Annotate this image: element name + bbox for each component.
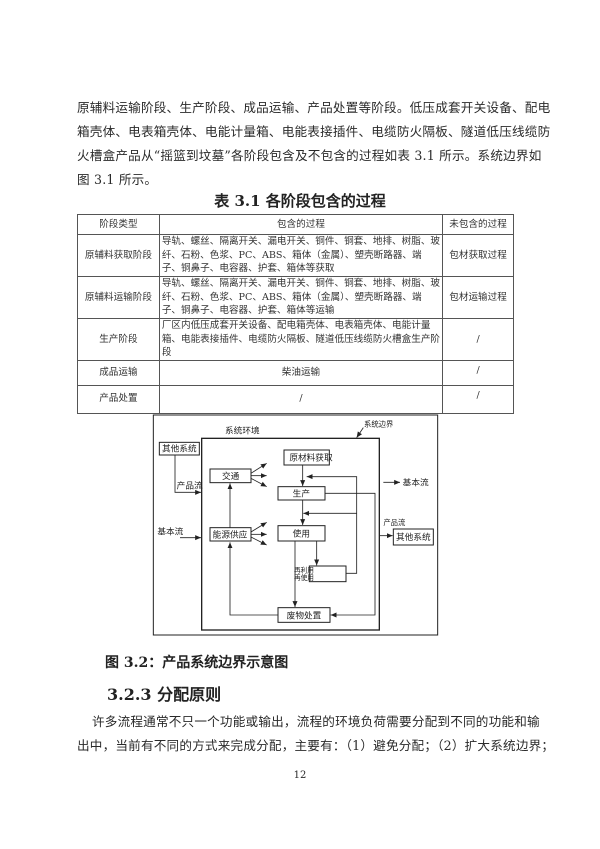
header-stage: 阶段类型 <box>77 214 160 235</box>
table-row: 原辅料运输阶段 导轨、螺丝、隔离开关、漏电开关、铜件、铜套、地排、树脂、玻纤、石… <box>77 276 514 319</box>
product-flow-left-label: 产品流 <box>177 479 203 491</box>
cell-included: 导轨、螺丝、隔离开关、漏电开关、铜件、铜套、地排、树脂、玻纤、石粉、色浆、PC、… <box>158 276 444 319</box>
reuse-label-2: 再使用 <box>294 573 314 582</box>
section-heading: 3.2.3 分配原则 <box>107 685 222 704</box>
header-included: 包含的过程 <box>158 214 444 235</box>
other-system-left-label: 其他系统 <box>162 443 197 455</box>
basic-flow-left-label: 基本流 <box>157 525 183 537</box>
cell-included: / <box>158 384 444 414</box>
other-system-right-label: 其他系统 <box>396 531 431 543</box>
energy-label: 能源供应 <box>213 528 248 540</box>
cell-excluded: / <box>442 318 514 361</box>
system-boundary-diagram: 系统环境 系统边界 其他系统 原材料获取 交通 生产 能源供应 使用 再利用 再… <box>152 414 439 636</box>
cell-included: 厂区内低压成套开关设备、配电箱壳体、电表箱壳体、电能计量箱、电能表接插件、电缆防… <box>158 318 444 361</box>
cell-included: 柴油运输 <box>158 359 444 386</box>
cell-excluded: / <box>442 384 514 414</box>
cell-stage: 产品处置 <box>77 384 160 414</box>
raw-material-box <box>283 449 330 466</box>
table-caption: 表 3.1 各阶段包含的过程 <box>214 192 386 210</box>
cell-excluded: / <box>442 359 514 386</box>
intro-line: 箱壳体、电表箱壳体、电能计量箱、电能表接插件、电缆防火隔板、隧道低压线缆防 <box>77 124 551 139</box>
body-line: 许多流程通常不只一个功能或输出，流程的环境负荷需要分配到不同的功能和输 <box>92 714 540 729</box>
stage-process-table: 阶段类型 包含的过程 未包含的过程 原辅料获取阶段 导轨、螺丝、隔离开关、漏电开… <box>77 214 514 414</box>
cell-stage: 成品运输 <box>77 359 160 386</box>
use-label: 使用 <box>293 527 310 539</box>
product-flow-right-label: 产品流 <box>383 518 406 527</box>
cell-stage: 原辅料获取阶段 <box>77 234 160 277</box>
waste-label: 废物处置 <box>287 609 322 621</box>
body-line: 出中，当前有不同的方式来完成分配，主要有：（1）避免分配；（2）扩大系统边界； <box>77 738 555 753</box>
cell-excluded: 包材运输过程 <box>442 276 514 319</box>
intro-line: 图 3.1 所示。 <box>77 172 158 187</box>
production-label: 生产 <box>293 487 311 499</box>
figure-caption: 图 3.2：产品系统边界示意图 <box>105 655 289 671</box>
intro-line: 火槽盒产品从“摇篮到坟墓”各阶段包含及不包含的过程如表 3.1 所示。系统边界如 <box>77 148 542 163</box>
system-environment-label: 系统环境 <box>225 424 260 436</box>
table-row: 成品运输 柴油运输 / <box>77 359 514 386</box>
table-row: 原辅料获取阶段 导轨、螺丝、隔离开关、漏电开关、铜件、铜套、地排、树脂、玻纤、石… <box>77 234 514 277</box>
use-box <box>277 525 326 542</box>
system-boundary-box <box>201 437 380 631</box>
intro-line: 原辅料运输阶段、生产阶段、成品运输、产品处置等阶段。低压成套开关设备、配电 <box>77 100 551 115</box>
cell-stage: 原辅料运输阶段 <box>77 276 160 319</box>
outer-frame <box>152 414 439 636</box>
header-excluded: 未包含的过程 <box>442 214 514 235</box>
reuse-label-1: 再利用 <box>294 565 314 574</box>
raw-material-label: 原材料获取 <box>289 451 333 463</box>
basic-flow-right-label: 基本流 <box>403 477 429 489</box>
table-row: 产品处置 / / <box>77 384 514 414</box>
reuse-box <box>308 565 347 583</box>
table-header-row: 阶段类型 包含的过程 未包含的过程 <box>77 214 514 235</box>
system-boundary-label: 系统边界 <box>364 420 394 429</box>
transport-label: 交通 <box>222 470 240 482</box>
other-system-left-box <box>158 441 200 456</box>
page-number: 12 <box>293 770 307 781</box>
cell-excluded: 包材获取过程 <box>442 234 514 277</box>
cell-included: 导轨、螺丝、隔离开关、漏电开关、铜件、铜套、地排、树脂、玻纤、石粉、色浆、PC、… <box>158 234 444 277</box>
table-row: 生产阶段 厂区内低压成套开关设备、配电箱壳体、电表箱壳体、电能计量箱、电能表接插… <box>77 318 514 361</box>
other-system-right-box <box>392 528 434 546</box>
cell-stage: 生产阶段 <box>77 318 160 361</box>
